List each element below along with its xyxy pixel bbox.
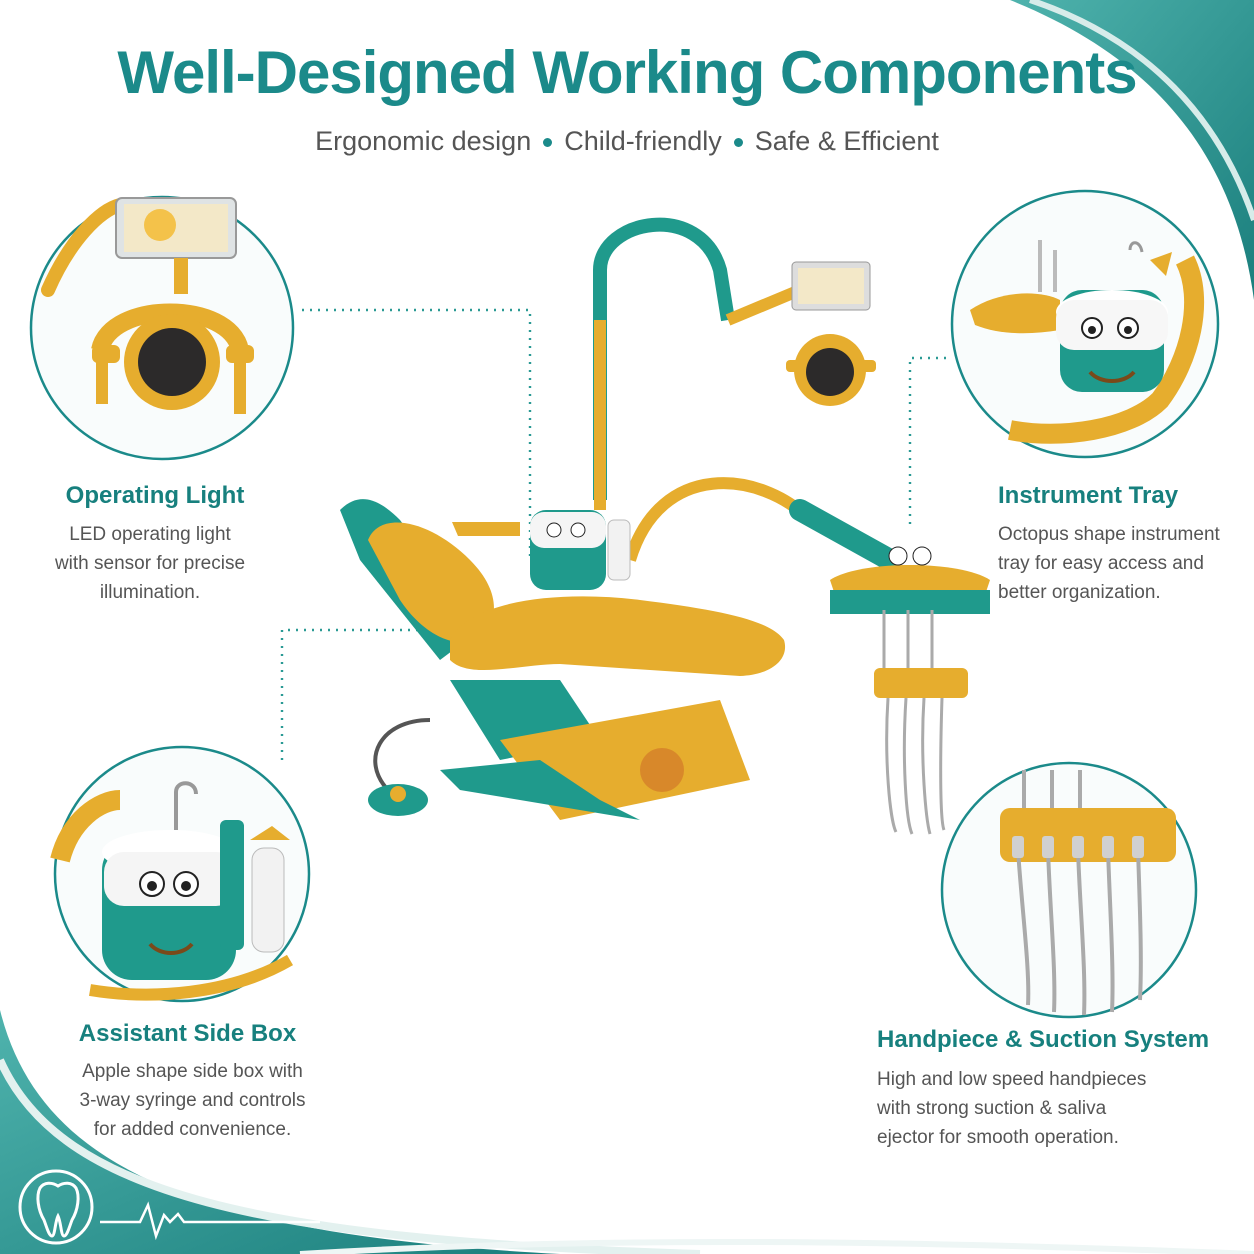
operating-light-line-3: illumination. [99,582,201,603]
dental-chair-illustration [340,217,990,835]
subtitle-item-child-friendly: Child-friendly [564,126,722,156]
assistant-side-box-line-1: Apple shape side box with [82,1061,303,1082]
corner-swoosh-top [1010,0,1254,300]
operating-light-line-1: LED operating light [69,524,231,545]
instrument-tray-description: Octopus shape instrument tray for easy a… [998,520,1248,607]
handpiece-suction-heading: Handpiece & Suction System [877,1026,1210,1053]
handpiece-suction-line-2: with strong suction & saliva [877,1098,1107,1119]
assistant-side-box-line-3: for added convenience. [93,1119,292,1140]
connector-instrument-tray [908,356,946,530]
instrument-tray-line-3: better organization. [998,582,1161,603]
bullet-dot-icon [543,138,553,148]
operating-light-description: LED operating light with sensor for prec… [20,520,280,607]
operating-light-line-2: with sensor for precise [54,553,246,574]
handpiece-suction-description: High and low speed handpieces with stron… [877,1065,1197,1152]
bullet-dot-icon [733,138,743,148]
page-title: Well-Designed Working Components [117,39,1137,106]
operating-light-heading: Operating Light [65,482,245,509]
instrument-tray-line-1: Octopus shape instrument [998,524,1220,545]
connector-side-box [280,628,470,760]
subtitle-item-safe: Safe & Efficient [754,126,939,156]
instrument-tray-heading: Instrument Tray [998,482,1179,509]
subtitle-item-ergonomic: Ergonomic design [315,126,532,156]
handpiece-suction-line-1: High and low speed handpieces [877,1069,1147,1090]
heartbeat-line-icon [100,1201,320,1241]
tooth-icon [18,1169,94,1245]
detail-circle-instrument-tray [950,189,1220,459]
detail-circle-side-box [50,745,311,1003]
instrument-tray-line-2: tray for easy access and [998,553,1204,574]
assistant-side-box-description: Apple shape side box with 3-way syringe … [55,1057,330,1144]
detail-circle-operating-light [29,195,295,461]
handpiece-suction-line-3: ejector for smooth operation. [877,1127,1119,1148]
detail-circle-handpiece [940,761,1198,1019]
assistant-side-box-heading: Assistant Side Box [78,1020,297,1047]
assistant-side-box-line-2: 3-way syringe and controls [79,1090,306,1111]
page-subtitle: Ergonomic design Child-friendly Safe & Eff… [0,126,1254,157]
corner-swoosh-bottom [0,1010,560,1254]
